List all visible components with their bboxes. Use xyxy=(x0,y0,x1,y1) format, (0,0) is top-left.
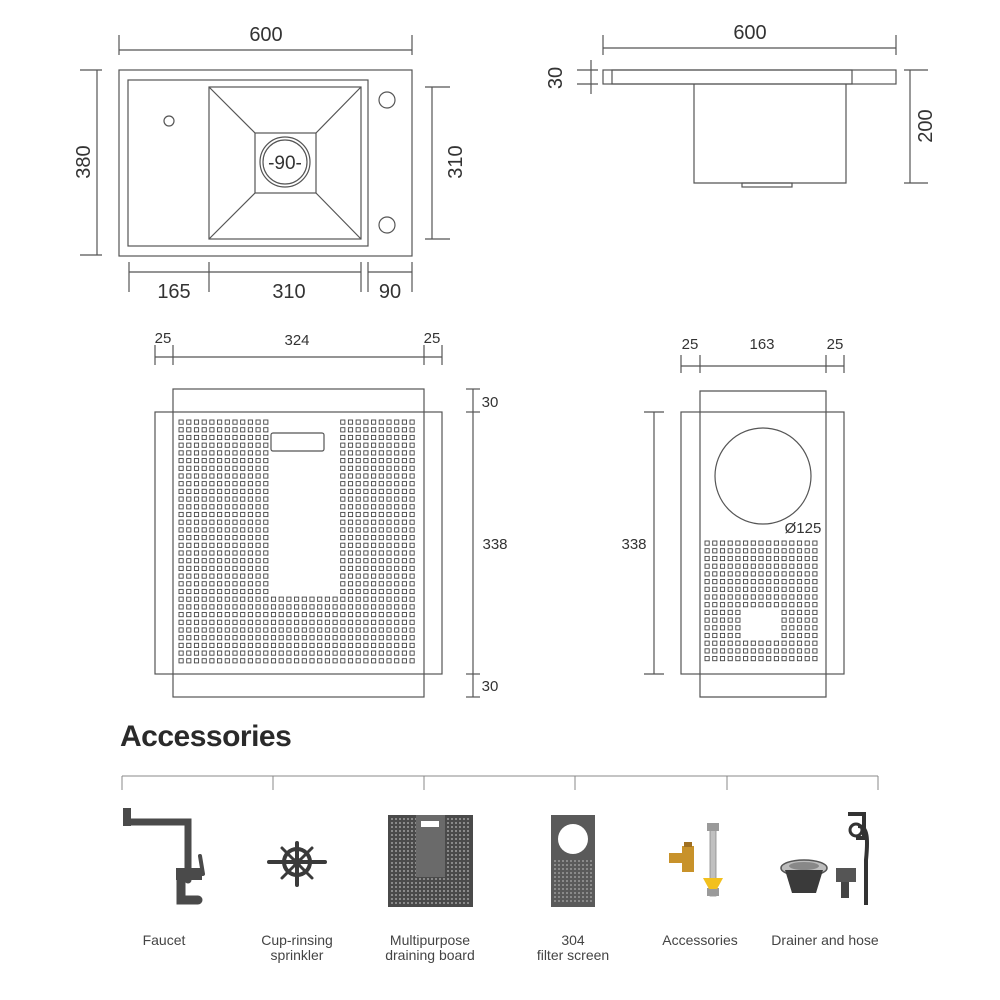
accessory-label-drainer: Drainer and hose xyxy=(771,932,879,948)
side-view xyxy=(577,35,928,188)
faucet-icon xyxy=(123,808,205,905)
seg-mid-label: 310 xyxy=(272,281,305,303)
top-height-label: 380 xyxy=(73,145,95,178)
filter-length-label: 338 xyxy=(621,536,646,553)
filter-screen-icon xyxy=(551,815,595,907)
filter-width-label: 163 xyxy=(749,336,774,353)
board-width-label: 324 xyxy=(284,332,309,349)
accessories-bracket xyxy=(121,775,879,790)
draining-board-drawing xyxy=(154,345,480,698)
accessory-label-faucet: Faucet xyxy=(142,932,186,948)
filter-hole-label: Ø125 xyxy=(785,520,822,537)
top-view xyxy=(80,35,450,292)
accessory-label-accessories: Accessories xyxy=(662,932,738,948)
seg-right-label: 90 xyxy=(379,281,401,303)
valve-icon xyxy=(669,823,723,897)
accessory-label-draining-board: Multipurpose draining board xyxy=(385,932,475,963)
board-bottom-label: 30 xyxy=(482,678,499,695)
board-margin-left-label: 25 xyxy=(155,330,172,347)
bowl-depth-label: 310 xyxy=(445,145,467,178)
side-width-label: 600 xyxy=(733,22,766,44)
board-length-label: 338 xyxy=(482,536,507,553)
sprinkler-icon xyxy=(267,841,327,887)
drainer-icon xyxy=(780,812,869,905)
board-margin-right-label: 25 xyxy=(424,330,441,347)
accessory-label-filter-screen: 304 filter screen xyxy=(536,932,610,963)
filter-margin-left-label: 25 xyxy=(682,336,699,353)
filter-perforation-grid xyxy=(704,540,818,662)
draining-board-icon xyxy=(388,815,473,907)
drain-size-label: -90- xyxy=(268,153,302,174)
filter-screen-drawing xyxy=(644,355,845,698)
top-width-label: 600 xyxy=(249,24,282,46)
accessories-heading: Accessories xyxy=(120,720,292,753)
flange-label: 30 xyxy=(545,67,567,89)
board-perforation-grid xyxy=(178,419,415,664)
board-top-label: 30 xyxy=(482,394,499,411)
accessory-label-sprinkler: Cup-rinsing sprinkler xyxy=(261,932,333,963)
depth-label: 200 xyxy=(915,109,937,142)
filter-margin-right-label: 25 xyxy=(827,336,844,353)
seg-left-label: 165 xyxy=(157,281,190,303)
